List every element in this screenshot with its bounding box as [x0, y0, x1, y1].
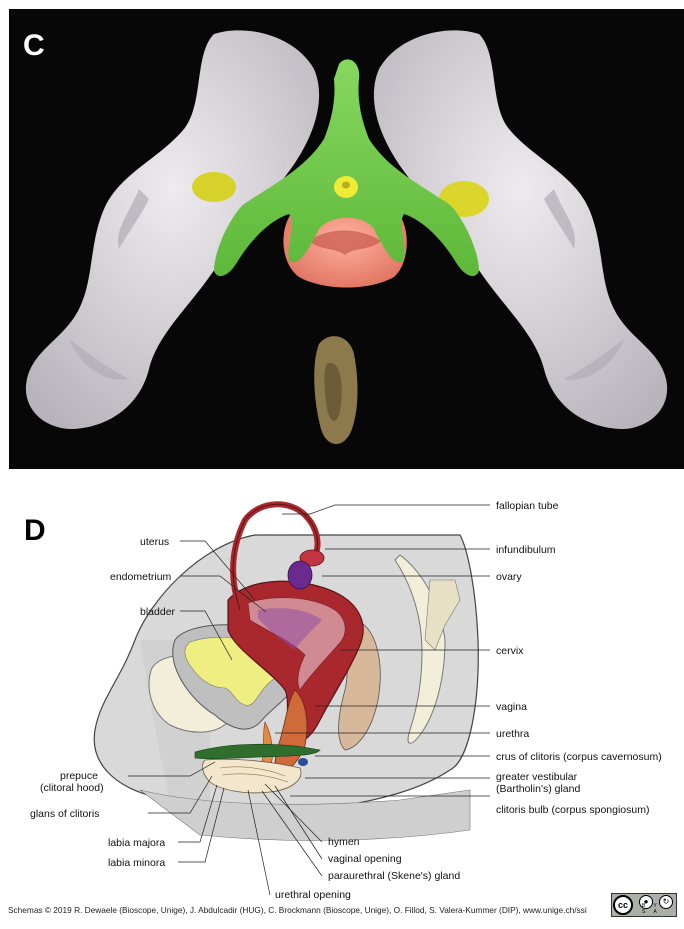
label-bartholins-gland: (Bartholin's) gland — [496, 783, 580, 795]
ovary — [288, 561, 312, 589]
label-cervix: cervix — [496, 645, 523, 657]
panel-letter-c: C — [23, 31, 45, 61]
right-pelvis-bone — [374, 30, 667, 429]
label-labia-majora: labia majora — [108, 837, 165, 849]
label-paraurethral-gland: paraurethral (Skene's) gland — [328, 870, 460, 882]
label-glans-of-clitoris: glans of clitoris — [30, 808, 99, 820]
cc-license-badge[interactable]: cc ● ↻ BY SA — [611, 893, 677, 917]
label-vagina: vagina — [496, 701, 527, 713]
label-vaginal-opening: vaginal opening — [328, 853, 402, 865]
license-terms: BY SA — [642, 903, 676, 915]
cc-icon: cc — [613, 895, 633, 915]
label-urethral-opening: urethral opening — [275, 889, 351, 901]
label-bladder: bladder — [140, 606, 175, 618]
bartholins-gland — [298, 758, 308, 766]
credits-text: Schemas © 2019 R. Dewaele (Bioscope, Uni… — [8, 905, 587, 915]
pelvis-model-illustration — [9, 9, 684, 469]
label-greater-vestibular: greater vestibular — [496, 771, 577, 783]
label-clitoris-bulb: clitoris bulb (corpus spongiosum) — [496, 804, 649, 816]
label-ovary: ovary — [496, 571, 522, 583]
label-endometrium: endometrium — [110, 571, 171, 583]
label-urethra: urethra — [496, 728, 529, 740]
sa-text: SA — [642, 909, 665, 915]
photo-panel-3d-model: C — [9, 9, 684, 469]
label-fallopian-tube: fallopian tube — [496, 500, 558, 512]
label-crus-of-clitoris: crus of clitoris (corpus cavernosum) — [496, 751, 662, 763]
label-clitoral-hood: (clitoral hood) — [40, 782, 104, 794]
left-pelvis-bone — [26, 30, 319, 429]
label-prepuce: prepuce — [60, 770, 98, 782]
label-infundibulum: infundibulum — [496, 544, 556, 556]
label-uterus: uterus — [140, 536, 169, 548]
label-hymen: hymen — [328, 836, 360, 848]
left-ovary-model — [192, 172, 236, 202]
label-labia-minora: labia minora — [108, 857, 165, 869]
